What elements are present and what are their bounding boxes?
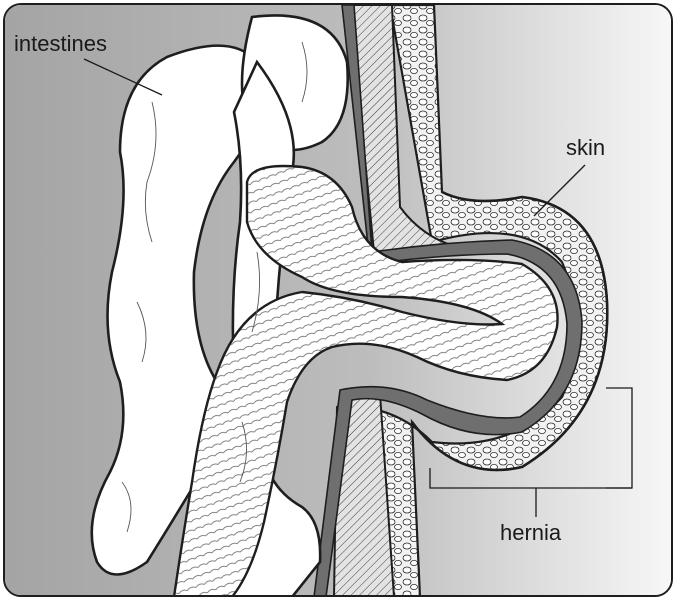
- skin-label: skin: [566, 137, 605, 159]
- diagram-frame: [3, 3, 673, 597]
- intestines-label: intestines: [14, 33, 107, 55]
- hernia-illustration: [5, 5, 671, 595]
- hernia-label: hernia: [500, 522, 561, 544]
